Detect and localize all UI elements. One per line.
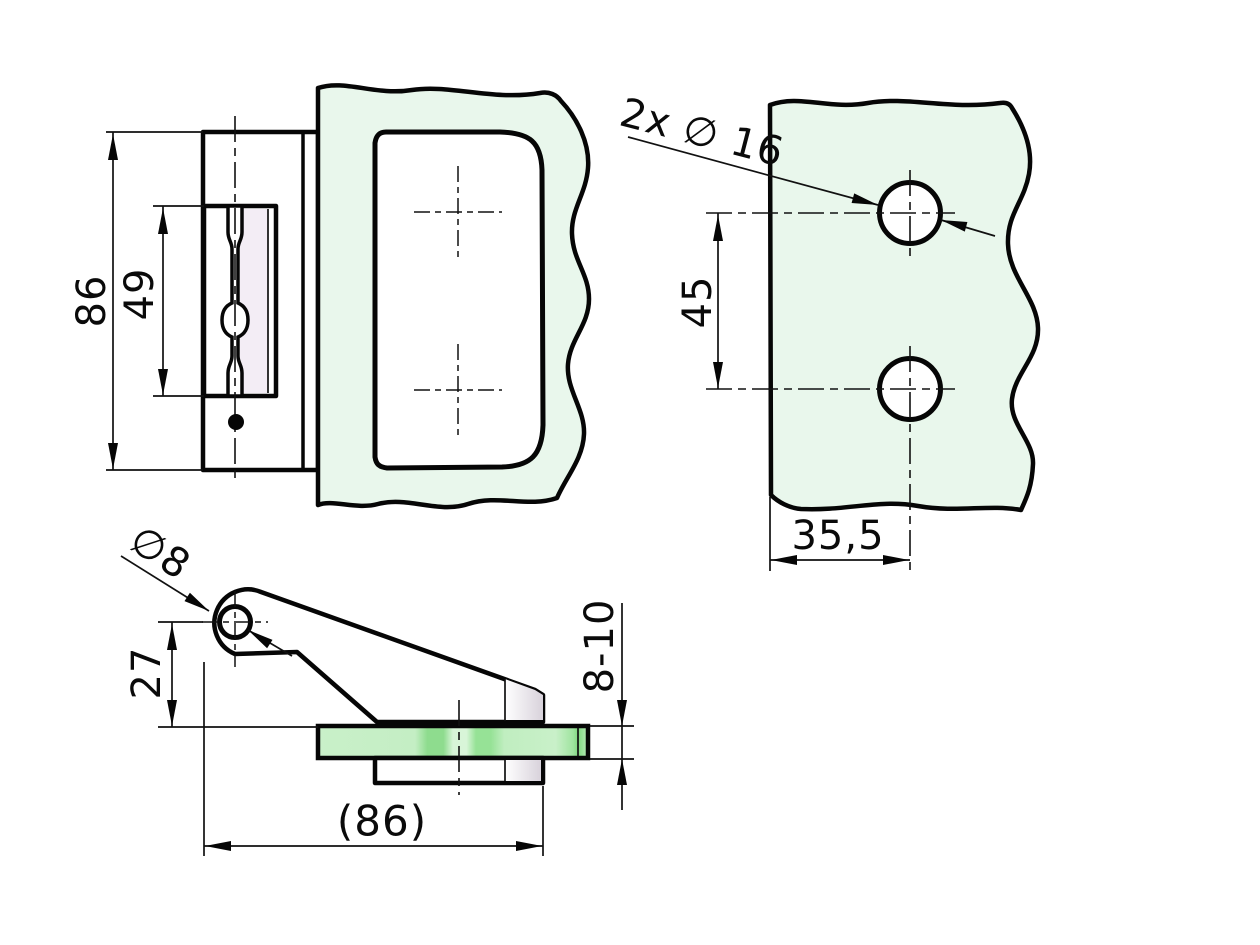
- dimension-86-side: (86): [203, 662, 544, 856]
- hinge-arm: [212, 587, 546, 725]
- clamp-shading: [505, 760, 541, 781]
- dim-label-2x-d16: 2x ∅ 16: [615, 90, 788, 176]
- glass-edge-section: [315, 723, 591, 761]
- dimension-35-5: 35,5: [769, 497, 910, 571]
- pivot-pin-dot: [228, 414, 244, 430]
- dim-label-8-10: 8-10: [577, 599, 623, 694]
- hole-center-cross-top: [414, 166, 502, 258]
- slot-shading: [240, 209, 268, 393]
- dimension-8-10: 8-10: [577, 599, 634, 810]
- glass-cutout: [372, 129, 546, 471]
- dim-label-35-5: 35,5: [791, 513, 884, 559]
- dim-label-49: 49: [117, 268, 163, 321]
- dim-label-86-overall: (86): [337, 797, 427, 846]
- dimension-49-front: 49: [117, 205, 204, 397]
- dim-label-86: 86: [69, 275, 115, 328]
- dim-label-27: 27: [124, 647, 170, 700]
- dim-label-d8: ∅8: [121, 517, 198, 590]
- dim-label-45: 45: [675, 276, 721, 329]
- glass-panel-view: 2x ∅ 16 45 35,5: [615, 90, 1041, 571]
- side-view: ∅8 27 (86) 8-10: [120, 517, 634, 856]
- glass-panel-right: [767, 98, 1041, 513]
- dimension-45: 45: [675, 213, 723, 389]
- dimension-27: 27: [124, 621, 318, 728]
- dimension-86-front: 86: [69, 131, 203, 471]
- arm-tip-shading: [505, 679, 543, 720]
- hole-center-cross-bottom: [414, 344, 502, 436]
- front-view: 86 49: [69, 83, 592, 510]
